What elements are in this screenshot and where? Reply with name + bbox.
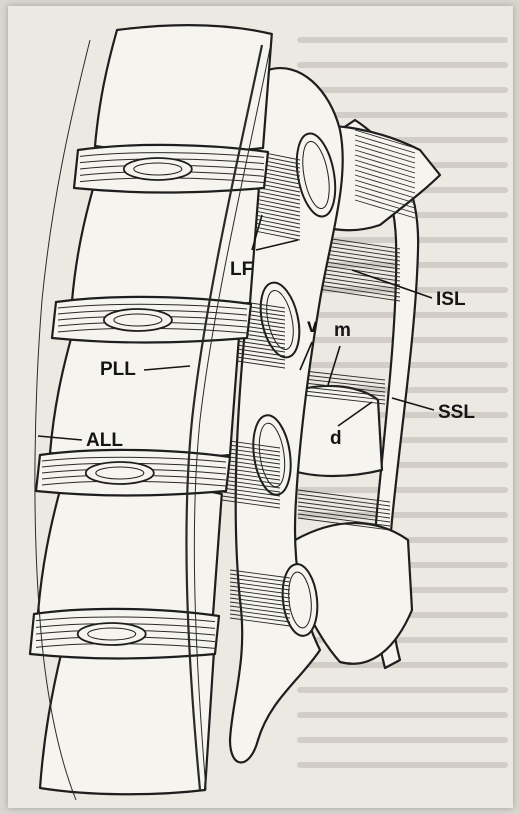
label-all: ALL bbox=[86, 430, 123, 451]
label-m: m bbox=[334, 320, 351, 341]
vertebral-bodies bbox=[38, 25, 272, 794]
disc bbox=[52, 297, 251, 343]
label-isl: ISL bbox=[436, 289, 466, 310]
disc bbox=[36, 450, 230, 496]
vertebral-body bbox=[72, 180, 259, 307]
vertebral-body bbox=[95, 25, 272, 152]
label-v: v bbox=[307, 316, 318, 337]
label-d: d bbox=[330, 428, 342, 449]
label-ssl: SSL bbox=[438, 402, 475, 423]
label-pll: PLL bbox=[100, 359, 136, 380]
label-lf: LF bbox=[230, 259, 253, 280]
